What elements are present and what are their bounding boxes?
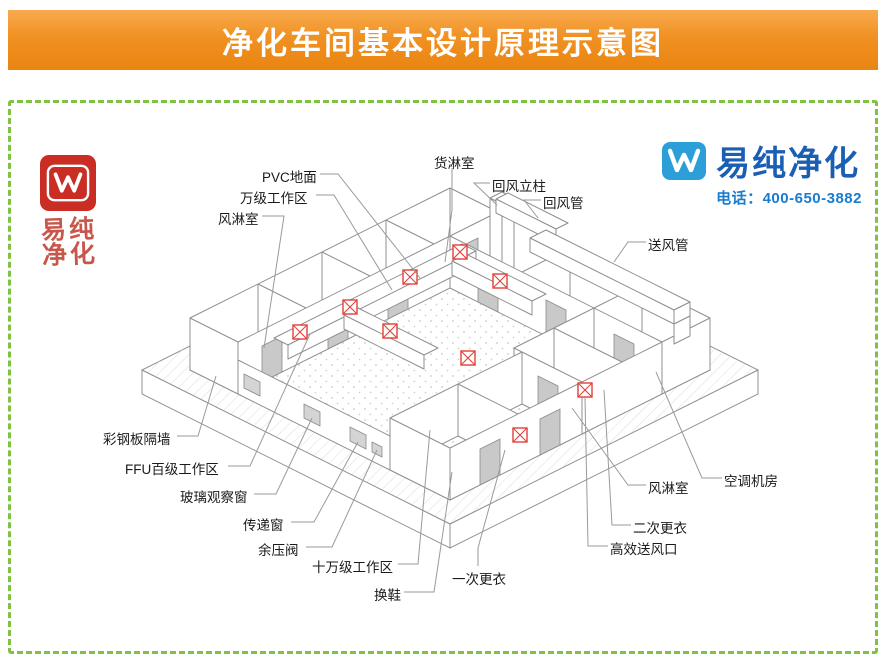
w-mark-icon — [46, 164, 90, 202]
supply-air-duct — [529, 229, 691, 345]
hepa-box-icon — [292, 324, 308, 340]
brand-block: 易纯净化 电话：400-650-3882 — [660, 136, 862, 208]
diagram-label-supply-air-duct: 送风管 — [648, 238, 689, 253]
hepa-box-icon — [452, 244, 468, 260]
diagram-label-air-shower-right: 风淋室 — [648, 481, 689, 496]
company-seal: 易 纯 净 化 — [40, 155, 110, 270]
diagram-label-class-100k-workzone: 十万级工作区 — [312, 560, 393, 575]
glass-observation-window — [303, 403, 321, 427]
diagram-label-glass-observation-window: 玻璃观察窗 — [180, 490, 248, 505]
diagram-label-pvc-floor: PVC地面 — [262, 170, 317, 185]
pressure-relief-valve — [371, 441, 383, 458]
hepa-box-icon — [382, 323, 398, 339]
diagram-label-transfer-window: 传递窗 — [243, 518, 284, 533]
hepa-box-icon — [512, 427, 528, 443]
corridor-ducts — [273, 243, 547, 370]
brand-logo-icon — [662, 141, 707, 180]
brand-phone: 电话：400-650-3882 — [716, 190, 862, 207]
diagram-label-color-steel-partition: 彩钢板隔墙 — [103, 432, 171, 447]
hepa-box-icon — [460, 350, 476, 366]
diagram-label-hepa-supply-outlet: 高效送风口 — [610, 542, 678, 557]
glass-observation-window — [243, 373, 261, 397]
label-leader-lines — [177, 168, 722, 593]
front-left-wall — [237, 359, 391, 471]
seal-stamp-icon — [40, 155, 96, 211]
diagram-label-return-air-duct: 回风管 — [543, 196, 584, 211]
diagram-label-ffu-class-100-workzone: FFU百级工作区 — [125, 462, 219, 477]
diagram-label-ac-machine-room: 空调机房 — [724, 474, 778, 489]
diagram-label-air-shower-left: 风淋室 — [218, 212, 259, 227]
right-front-rooms — [513, 307, 663, 435]
diagram-label-class-10k-workzone: 万级工作区 — [240, 191, 308, 206]
diagram-label-shoe-change: 换鞋 — [374, 588, 401, 603]
hepa-box-icon — [577, 382, 593, 398]
hepa-box-icon — [342, 299, 358, 315]
hepa-box-icon — [402, 269, 418, 285]
diagram-label-pressure-relief-valve: 余压阀 — [258, 543, 299, 558]
diagram-label-cargo-shower: 货淋室 — [434, 156, 475, 171]
brand-name: 易纯净化 — [716, 146, 861, 183]
diagram-label-second-changing-room: 二次更衣 — [633, 521, 687, 536]
diagram-label-first-changing-room: 一次更衣 — [452, 572, 506, 587]
page-title: 净化车间基本设计原理示意图 — [222, 25, 664, 61]
front-bottom-rooms — [389, 351, 583, 501]
hepa-box-icon — [492, 273, 508, 289]
diagram-label-return-air-column: 回风立柱 — [492, 179, 546, 194]
title-banner: 净化车间基本设计原理示意图 — [8, 10, 878, 70]
hepa-filter-boxes — [292, 244, 593, 443]
transfer-window — [349, 426, 367, 450]
